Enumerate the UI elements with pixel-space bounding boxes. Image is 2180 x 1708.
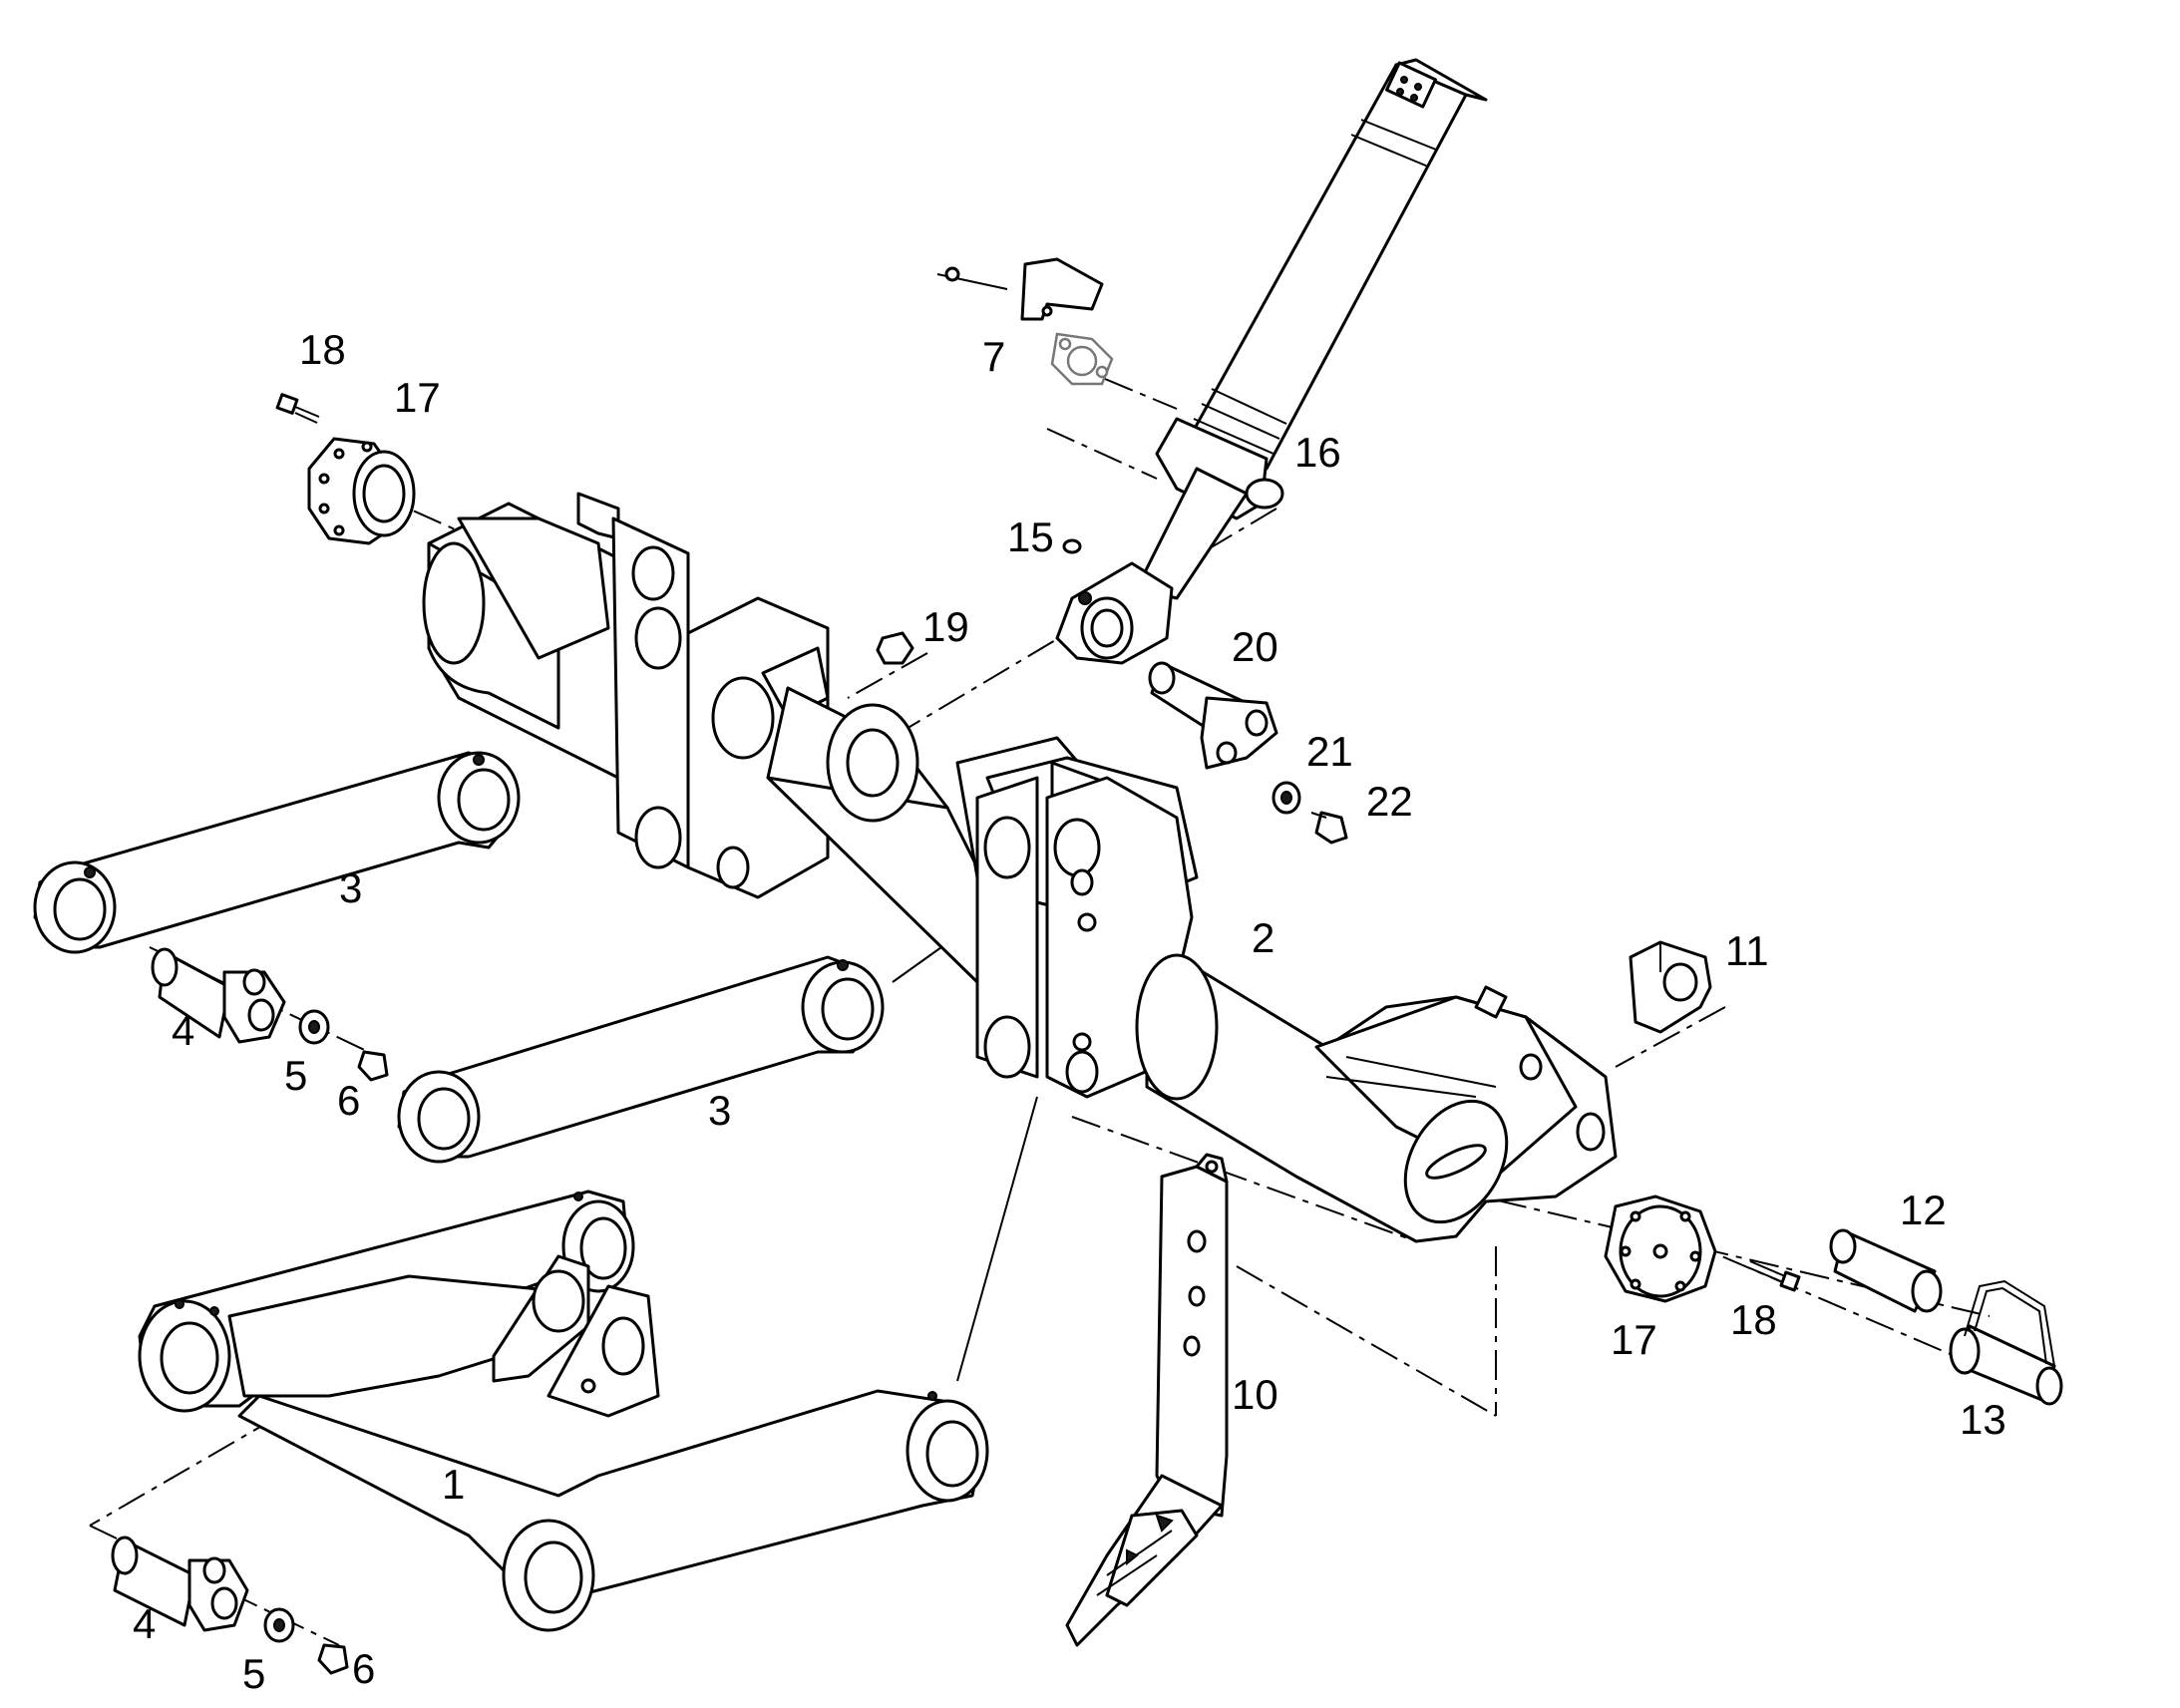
flange-part-17-top [307, 437, 416, 545]
callout-12: 12 [1900, 1187, 1947, 1233]
link-part-3-upper [33, 751, 521, 954]
callout-4-lower: 4 [133, 1600, 156, 1647]
shank-part-10 [1065, 1153, 1229, 1647]
callout-2: 2 [1252, 914, 1274, 961]
bolt-part-22 [1310, 811, 1348, 845]
grease-nipple-part-15 [1062, 538, 1082, 554]
bolt-part-18-bottom [1749, 1260, 1801, 1292]
washer-part-5-upper [298, 1009, 330, 1045]
callout-6-lower: 6 [352, 1645, 375, 1692]
callout-7: 7 [982, 333, 1005, 380]
callout-11: 11 [1725, 927, 1769, 974]
pin-part-20 [1148, 661, 1278, 770]
flange-part-17-bottom [1604, 1195, 1717, 1303]
bracket-part-7 [936, 257, 1114, 386]
link-part-3-lower [397, 955, 885, 1164]
callout-5-upper: 5 [284, 1052, 307, 1099]
callout-19: 19 [922, 603, 969, 650]
bolt-part-6-lower [317, 1643, 349, 1675]
nut-part-19 [876, 631, 914, 665]
pin-part-4-upper [151, 947, 286, 1044]
callout-4-upper: 4 [172, 1007, 194, 1054]
callout-5-lower: 5 [242, 1650, 265, 1697]
frame-part-1 [138, 1190, 989, 1632]
callout-10: 10 [1232, 1371, 1278, 1418]
callout-18-bottom: 18 [1730, 1296, 1777, 1343]
callout-20: 20 [1232, 623, 1278, 670]
callout-3-upper: 3 [339, 864, 362, 911]
callout-6-upper: 6 [337, 1077, 360, 1124]
bolt-part-6-upper [357, 1050, 389, 1082]
main-beam-part-2 [422, 492, 1618, 1243]
callout-21: 21 [1306, 728, 1353, 775]
bolt-part-18-top [275, 393, 320, 424]
callout-13: 13 [1960, 1396, 2006, 1443]
callout-1: 1 [442, 1461, 465, 1508]
callout-15: 15 [1007, 513, 1054, 560]
callout-16: 16 [1294, 429, 1341, 476]
washer-part-5-lower [263, 1607, 295, 1643]
pin-part-4-lower [111, 1536, 249, 1632]
hydraulic-cylinder-part-16 [1055, 58, 1488, 665]
callout-22: 22 [1366, 778, 1413, 825]
callout-3-lower: 3 [708, 1087, 731, 1134]
callout-labels: 18 17 7 16 15 19 20 21 22 3 2 11 4 5 6 3… [133, 326, 2006, 1697]
callout-17-bottom: 17 [1611, 1316, 1657, 1363]
locking-pin-part-13 [1949, 1279, 2063, 1406]
callout-18-top: 18 [299, 326, 346, 373]
callout-17-top: 17 [394, 374, 441, 421]
pin-part-12 [1829, 1228, 1943, 1313]
block-part-11 [1629, 940, 1712, 1034]
washer-part-21 [1272, 781, 1301, 815]
